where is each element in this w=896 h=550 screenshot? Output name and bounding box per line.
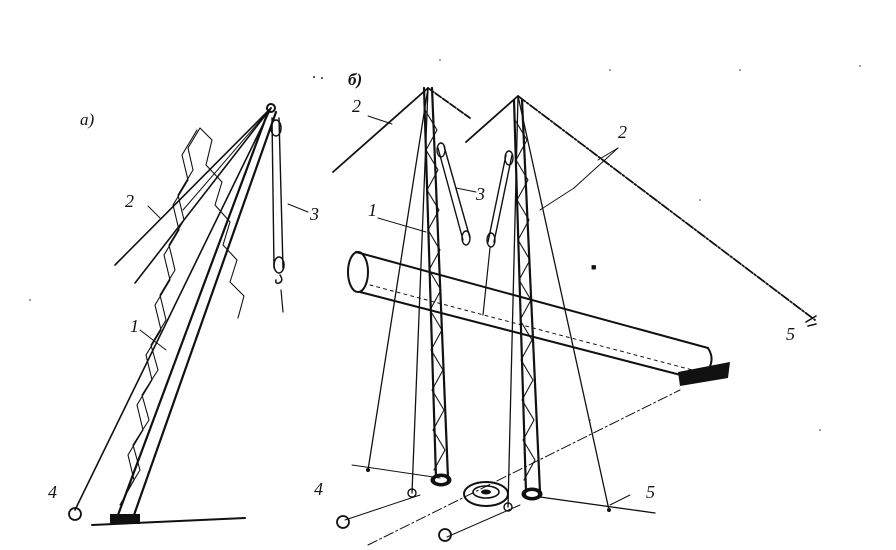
panel-a-label: а) [80,110,95,129]
panel-b-label: б) [348,70,362,89]
guys-left [332,87,471,494]
label-pulley-a: 3 [309,204,319,224]
turntable [463,481,509,507]
leader-b-5 [609,494,631,506]
guy-rope-2 [134,107,272,284]
anchor-point-2 [503,502,513,512]
pulley-block-right [482,150,514,316]
hoist-rope [74,107,272,511]
label-anchor-b: 5 [646,482,655,502]
small-mark: ■ [591,262,596,272]
leader-b-2r-2 [597,147,619,161]
label-pulley-b: 3 [475,184,485,204]
guys-right [465,95,816,511]
mast-top-pulley [266,103,276,113]
label-mast-b: 1 [368,200,377,220]
leader-b-2r-1 [573,147,619,189]
label-anchor-b-right: 5 [786,324,795,344]
leader-b-2 [367,115,393,125]
mast-base [110,514,140,524]
label-mast-a: 1 [130,316,139,336]
pipe-base [678,362,730,386]
guy-rope-3 [182,107,272,211]
anchor-point-1 [407,488,417,498]
label-winch-a: 4 [48,482,57,502]
winch-b-2 [438,528,452,542]
panel-a: а) 2 [48,103,319,526]
leader-2 [147,205,161,219]
pulley-block-left [436,142,471,246]
mast-lattice [116,110,278,517]
label-guy-b-right: 2 [618,122,627,142]
mast-right [512,98,543,501]
panel-b: б) [314,70,817,546]
leader-1 [139,329,167,351]
anchor-right [805,315,817,327]
scan-specks [29,59,861,431]
leader-b-1 [377,217,427,233]
guy-rope-1 [114,107,272,266]
winch-a [68,507,82,521]
label-guy-b: 2 [352,96,361,116]
label-winch-b: 4 [314,479,323,499]
ground-ropes [344,389,681,546]
label-guy-a: 2 [125,191,134,211]
leader-3 [287,203,309,213]
winch-b-1 [336,515,350,529]
leader-b-3 [455,187,477,193]
pulley-block-a [270,117,285,313]
